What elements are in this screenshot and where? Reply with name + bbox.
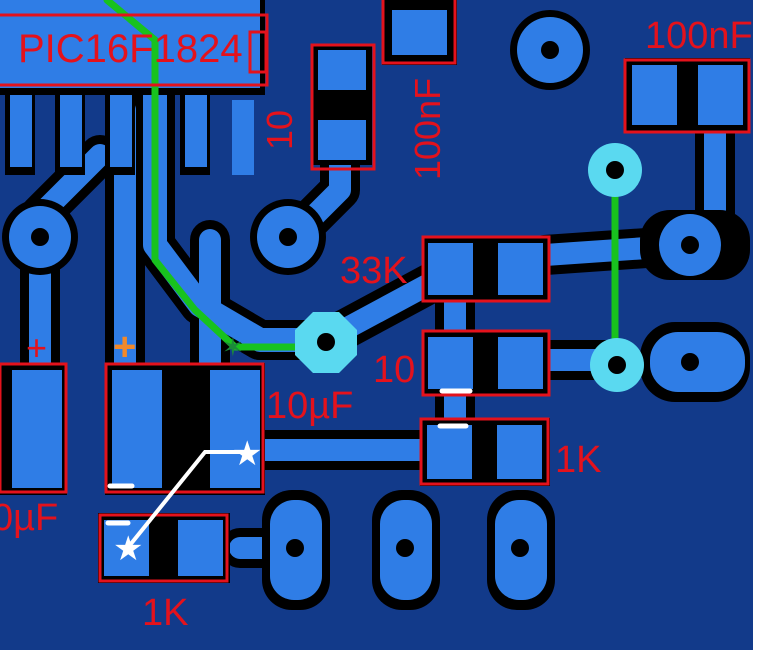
label-r-1k-right: 1K <box>555 439 601 481</box>
component-outlines <box>0 0 751 583</box>
star-marker-bottom: ★ <box>113 529 143 569</box>
ratsnest-wires <box>103 0 619 369</box>
label-c-100nf-vertical: 100nF <box>407 78 448 180</box>
label-r-10-vertical: 10 <box>259 110 300 150</box>
label-c-10uf: 10µF <box>266 385 353 427</box>
label-r-10: 10 <box>373 349 415 391</box>
vias <box>295 143 644 392</box>
green-marker: ✶ <box>222 332 244 362</box>
white-markings <box>105 388 473 547</box>
label-c-100nf-top-right: 100nF <box>645 15 753 57</box>
label-r-33k: 33K <box>340 250 408 292</box>
smd-pads <box>0 0 750 583</box>
plus-sign-orange: + <box>113 325 136 369</box>
through-hole-pads <box>2 10 750 610</box>
star-marker-top: ★ <box>232 434 262 474</box>
label-r-1k-bottom: 1K <box>142 592 188 634</box>
plus-sign-left: + <box>26 327 47 368</box>
label-c-left-uf: 0µF <box>0 497 58 539</box>
chip-label: PIC16F1824 <box>18 27 243 71</box>
